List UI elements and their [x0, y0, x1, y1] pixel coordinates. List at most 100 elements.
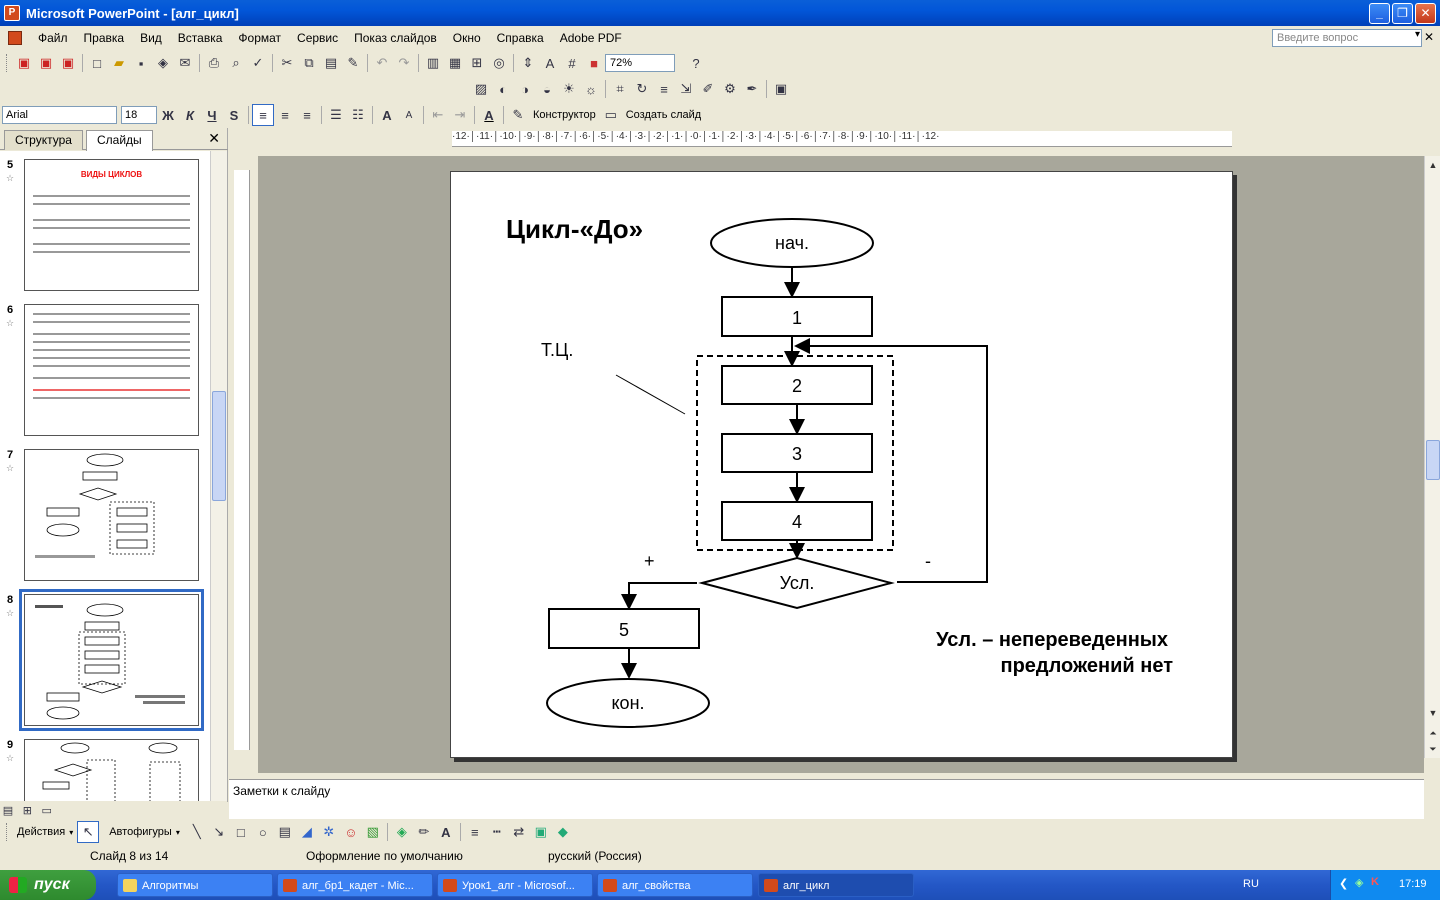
undo-icon[interactable]: ↶	[376, 55, 388, 70]
insert-chart-icon[interactable]: ▥	[426, 55, 440, 70]
slide-thumbnail[interactable]	[24, 739, 199, 801]
picture-icon[interactable]: ▧	[366, 824, 379, 839]
slide-thumbnail-selected[interactable]	[19, 589, 204, 731]
numbering-icon[interactable]: ☰	[330, 107, 342, 122]
align-center-button[interactable]: ≡	[281, 107, 289, 123]
taskbar-item-algorithms[interactable]: Алгоритмы	[117, 873, 273, 897]
rectangle-icon[interactable]: □	[236, 824, 245, 840]
format-painter-icon[interactable]: ✎	[347, 55, 359, 70]
start-button[interactable]: пуск	[0, 870, 96, 900]
clock[interactable]: 17:19	[1399, 878, 1427, 890]
tables-borders-icon[interactable]: ⊞	[471, 55, 483, 70]
align-left-button[interactable]: ≡	[252, 104, 274, 126]
textbox-icon[interactable]: ▤	[278, 824, 291, 839]
vertical-ruler[interactable]	[234, 170, 250, 750]
ask-question-input[interactable]: Введите вопрос	[1272, 29, 1422, 47]
pdf-icon[interactable]: ▣	[17, 55, 31, 70]
minimize-button[interactable]: _	[1369, 3, 1390, 24]
font-dropdown[interactable]: Arial	[2, 106, 117, 124]
line-color-icon[interactable]: ✏	[418, 824, 430, 839]
decrease-indent-icon[interactable]: ⇤	[432, 107, 444, 122]
increase-font-icon[interactable]: A	[382, 107, 392, 123]
paste-icon[interactable]: ▤	[324, 55, 338, 70]
diagram-icon[interactable]: ✲	[323, 824, 335, 839]
design-icon[interactable]: ✎	[512, 107, 524, 122]
menu-format[interactable]: Формат	[238, 31, 282, 45]
toolbar-grip[interactable]	[6, 823, 9, 841]
language-indicator[interactable]: RU	[1243, 878, 1259, 890]
menu-help[interactable]: Справка	[496, 31, 544, 45]
permission-icon[interactable]: ◈	[158, 55, 168, 70]
scrollbar-thumb[interactable]	[212, 391, 226, 501]
crop-icon[interactable]: ⌗	[616, 81, 624, 96]
menu-file[interactable]: Файл	[38, 31, 68, 45]
notes-pane[interactable]: Заметки к слайду	[229, 779, 1424, 819]
spelling-icon[interactable]: ✓	[252, 55, 264, 70]
color-grayscale-icon[interactable]: ■	[590, 55, 598, 71]
arrow-style-icon[interactable]: ⇄	[513, 824, 525, 839]
open-icon[interactable]: ▰	[114, 55, 124, 70]
slide-thumbnail[interactable]: ВИДЫ ЦИКЛОВ	[24, 159, 199, 291]
slide-thumbnail[interactable]	[24, 304, 199, 436]
new-slide-icon[interactable]: ▭	[604, 107, 617, 122]
design-button[interactable]: Конструктор	[533, 109, 596, 121]
format-picture-icon[interactable]: ⚙	[724, 81, 736, 96]
insert-diagram-icon[interactable]: ◎	[493, 55, 505, 70]
font-size-dropdown[interactable]: 18	[121, 106, 157, 124]
slide-thumbnail[interactable]	[24, 449, 199, 581]
menu-slideshow[interactable]: Показ слайдов	[354, 31, 437, 45]
align-right-button[interactable]: ≡	[303, 107, 311, 123]
slideshow-icon[interactable]: ▭	[41, 804, 52, 817]
show-formatting-icon[interactable]: A	[545, 55, 555, 71]
more-contrast-icon[interactable]: ◑	[521, 81, 529, 97]
set-transparent-icon[interactable]: ✒	[746, 81, 758, 96]
color-icon[interactable]: ◐	[499, 81, 507, 97]
oval-icon[interactable]: ○	[258, 824, 267, 840]
shadow-button[interactable]: S	[229, 107, 239, 123]
3d-style-icon[interactable]: ◆	[557, 824, 568, 839]
antivirus-icon[interactable]: K	[1371, 876, 1379, 888]
slide-scrollbar[interactable]: ▲ ▼ ⏶ ⏷	[1424, 156, 1440, 758]
cut-icon[interactable]: ✂	[281, 55, 293, 70]
document-icon[interactable]	[8, 31, 22, 45]
horizontal-ruler[interactable]: ·12·│·11·│·10·│·9·│·8·│·7·│·6·│·5·│·4·│·…	[452, 131, 1232, 147]
taskbar-item-alg-br1[interactable]: алг_бр1_кадет - Mic...	[277, 873, 433, 897]
copy-icon[interactable]: ⧉	[304, 55, 314, 70]
grid-icon[interactable]: #	[568, 55, 576, 71]
autoshapes-menu[interactable]: Автофигуры	[109, 826, 172, 838]
pdf-review-icon[interactable]: ▣	[61, 55, 75, 70]
clipart-icon[interactable]: ☺	[344, 824, 358, 840]
taskbar-item-urok1[interactable]: Урок1_алг - Microsof...	[437, 873, 593, 897]
scroll-down-icon[interactable]: ▼	[1428, 708, 1438, 718]
font-color-icon[interactable]: A	[484, 107, 494, 123]
recolor-icon[interactable]: ✐	[702, 81, 714, 96]
compress-icon[interactable]: ⇲	[680, 81, 692, 96]
menu-adobe-pdf[interactable]: Adobe PDF	[559, 31, 622, 45]
thumbnail-scrollbar[interactable]	[210, 151, 227, 801]
increase-indent-icon[interactable]: ⇥	[454, 107, 466, 122]
pdf-email-icon[interactable]: ▣	[39, 55, 53, 70]
font-color-icon[interactable]: A	[441, 824, 451, 840]
line-style-icon[interactable]: ≡	[660, 81, 668, 97]
menu-window[interactable]: Окно	[452, 31, 481, 45]
new-slide-button[interactable]: Создать слайд	[625, 109, 702, 121]
save-icon[interactable]: ▪	[138, 55, 144, 71]
wordart-icon[interactable]: ◢	[301, 824, 312, 839]
menu-view[interactable]: Вид	[140, 31, 162, 45]
print-preview-icon[interactable]: ⌕	[232, 55, 240, 70]
redo-icon[interactable]: ↷	[398, 55, 410, 70]
bold-button[interactable]: Ж	[162, 107, 174, 123]
shadow-style-icon[interactable]: ▣	[534, 824, 547, 839]
close-button[interactable]: ✕	[1415, 3, 1436, 24]
toolbar-grip[interactable]	[6, 54, 9, 72]
scrollbar-thumb[interactable]	[1426, 440, 1440, 480]
underline-button[interactable]: Ч	[207, 107, 217, 123]
expand-all-icon[interactable]: ⇕	[522, 55, 534, 70]
reset-picture-icon[interactable]: ▣	[774, 81, 788, 96]
restore-button[interactable]: ❐	[1392, 3, 1413, 24]
powerpoint-app-icon[interactable]: P	[4, 5, 20, 21]
rotate-icon[interactable]: ↻	[636, 81, 648, 96]
normal-view-icon[interactable]: ▤	[2, 804, 14, 817]
taskbar-item-alg-properties[interactable]: алг_свойства	[597, 873, 753, 897]
close-icon[interactable]: ✕	[208, 130, 220, 146]
